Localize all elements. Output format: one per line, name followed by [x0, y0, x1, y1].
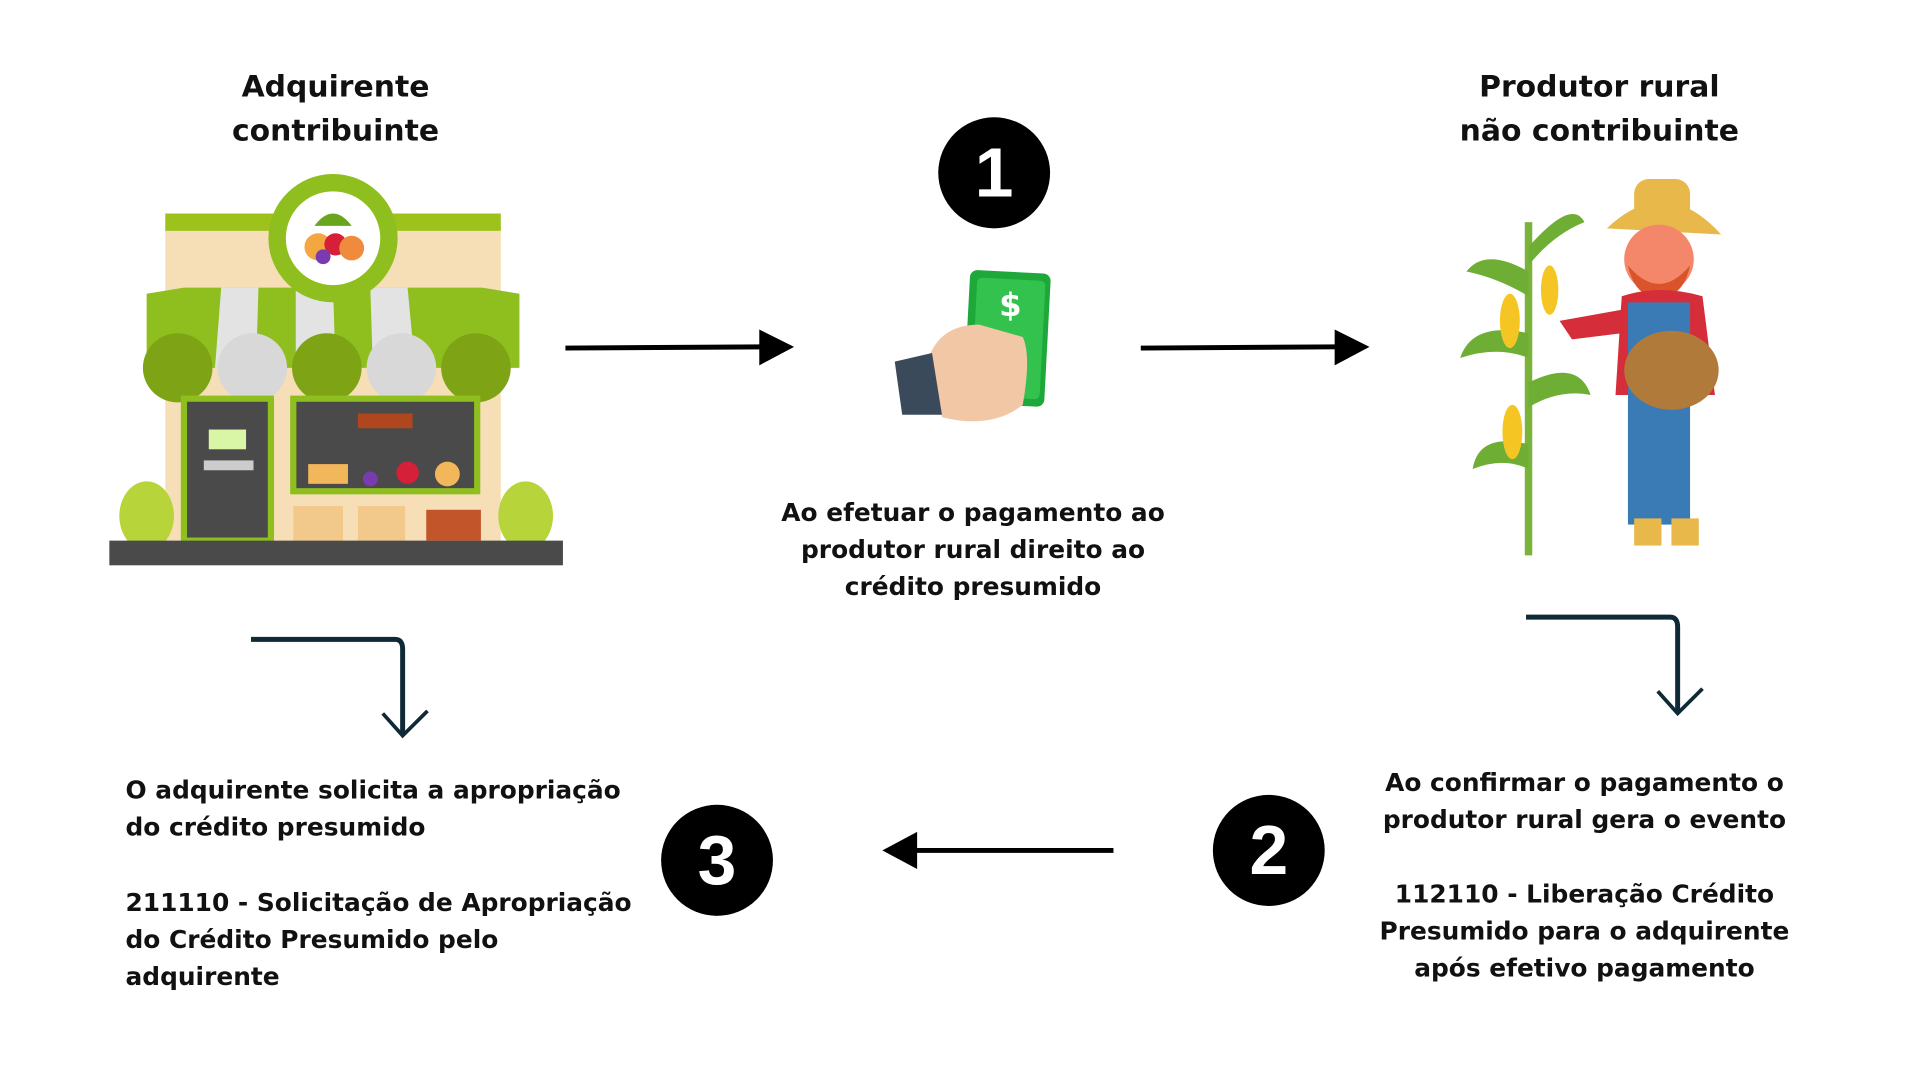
dollar-sign: $ [999, 286, 1021, 324]
store-icon [109, 174, 563, 566]
buyer-title-line2: contribuinte [231, 113, 440, 149]
buyer-title: Adquirente contribuinte [186, 64, 484, 153]
step-3-badge: 3 [661, 804, 773, 916]
buyer-title-line1: Adquirente [241, 69, 430, 104]
step-3-event: 211110 - Solicitação de Apropriação do C… [125, 887, 632, 992]
step-1-text: Ao efetuar o pagamento ao produtor rural… [781, 497, 1165, 602]
arrow-right-1 [565, 329, 795, 366]
step-1-badge: 1 [938, 117, 1051, 229]
step-2-text: Ao confirmar o pagamento o produtor rura… [1382, 767, 1787, 835]
farmer-icon [1460, 178, 1722, 556]
money-hand-icon: $ [894, 270, 1051, 422]
step-2-event: 112110 - Liberação Crédito Presumido par… [1379, 878, 1790, 983]
arrow-right-2 [1140, 329, 1370, 366]
producer-title-line1: Produtor rural [1479, 69, 1720, 104]
step-3-text: O adquirente solicita a apropriação do c… [125, 775, 621, 842]
producer-title-line2: não contribuinte [1459, 113, 1740, 149]
bent-arrow-down-left [251, 636, 429, 739]
bent-arrow-down-right [1526, 614, 1704, 717]
producer-title: Produtor rural não contribuinte [1425, 64, 1773, 153]
step-2-badge: 2 [1212, 794, 1325, 906]
arrow-left-3 [882, 831, 1114, 869]
